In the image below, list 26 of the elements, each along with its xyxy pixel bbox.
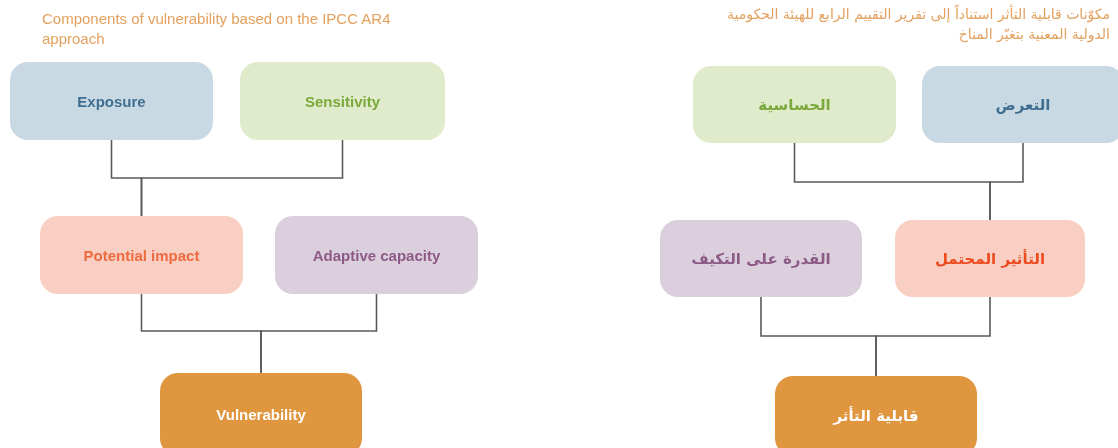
connector-line [140,139,344,217]
box-label: التأثير المحتمل [935,249,1046,268]
box-label: Adaptive capacity [312,246,441,264]
box-label: Sensitivity [305,92,380,110]
process-box [895,220,1085,297]
heading: Components of vulnerability based on the IPCC AR4 approach [42,9,392,49]
box-label: الحساسية [758,95,831,114]
process-box [693,66,896,143]
process-box [160,373,362,448]
process-box [275,216,478,294]
box-label: Exposure [77,92,146,110]
connector-line [760,296,877,377]
box-label: التعرض [995,95,1051,114]
box-label: Vulnerability [216,406,306,423]
heading: مكوّنات قابلية التأثر استناداً إلى تقرير التقييم الرابع للهيئة الحكومية الدولية المعنية بتغيّر المناخ [726,4,1110,44]
process-box [10,62,213,140]
process-box [660,220,862,297]
connector-line [260,293,378,374]
process-box [40,216,243,294]
process-box [240,62,445,140]
box-label: Potential impact [83,246,200,264]
connector-line [793,142,991,221]
process-box [922,66,1118,143]
process-box [775,376,977,448]
box-label: قابلية التأثر [833,407,919,425]
box-label: القدرة على التكيف [691,249,831,268]
